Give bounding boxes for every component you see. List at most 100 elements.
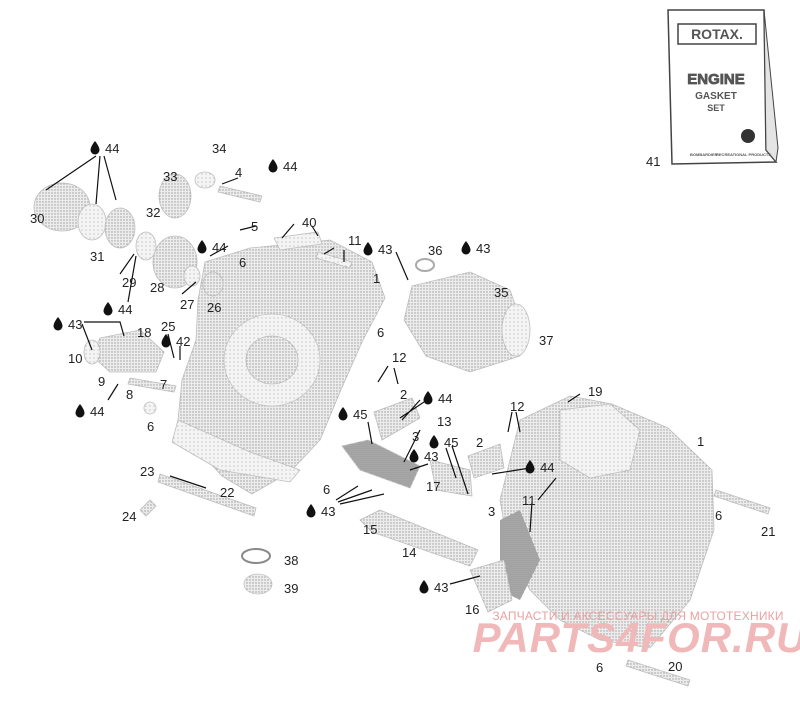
part-11-bolt xyxy=(315,251,353,269)
callout-label: 26 xyxy=(207,300,221,315)
bombardier-logo-icon xyxy=(741,129,755,143)
callout-label: 8 xyxy=(126,387,133,402)
callout-8: 8 xyxy=(126,387,133,402)
oil-drop-icon xyxy=(338,407,348,421)
oil-drop-icon xyxy=(75,404,85,418)
part-7-shaft xyxy=(127,377,177,393)
callout-label: 43 xyxy=(476,241,490,256)
callout-21: 21 xyxy=(761,524,775,539)
oil-drop-icon xyxy=(268,159,278,173)
callout-label: 7 xyxy=(160,377,167,392)
part-14-shaft xyxy=(359,509,479,567)
part-21-bolt xyxy=(713,489,771,515)
callout-22: 22 xyxy=(220,485,234,500)
part-34 xyxy=(194,171,216,189)
callout-label: 20 xyxy=(668,659,682,674)
callout-6: 6 xyxy=(147,419,154,434)
callout-label: 2 xyxy=(400,387,407,402)
callout-34: 34 xyxy=(212,141,226,156)
part-40 xyxy=(273,231,323,251)
callout-label: 43 xyxy=(68,317,82,332)
callout-label: 29 xyxy=(122,275,136,290)
callout-label: 2 xyxy=(476,435,483,450)
part-20-bolt xyxy=(625,659,691,687)
callout-label: 6 xyxy=(239,255,246,270)
callout-2: 2 xyxy=(476,435,483,450)
oil-drop-icon xyxy=(429,435,439,449)
callout-44: 44 xyxy=(525,460,554,475)
callout-44: 44 xyxy=(423,391,452,406)
callout-45: 45 xyxy=(338,407,367,422)
callout-17: 17 xyxy=(426,479,440,494)
part-6-left xyxy=(143,401,157,415)
callout-40: 40 xyxy=(302,215,316,230)
oil-drop-icon xyxy=(363,242,373,256)
callout-6: 6 xyxy=(239,255,246,270)
oil-drop-icon xyxy=(161,334,171,348)
oil-drop-icon xyxy=(409,449,419,463)
crankcase-right-rib xyxy=(500,510,540,600)
callout-label: 1 xyxy=(697,434,704,449)
callout-label: 1 xyxy=(373,271,380,286)
callout-38: 38 xyxy=(284,553,298,568)
callout-label: 43 xyxy=(424,449,438,464)
callout-3: 3 xyxy=(488,504,495,519)
callout-label: 44 xyxy=(105,141,119,156)
callout-label: 25 xyxy=(161,319,175,334)
callout-label: 3 xyxy=(412,429,419,444)
callout-43: 43 xyxy=(419,580,448,595)
callout-label: 36 xyxy=(428,243,442,258)
callout-label: 41 xyxy=(646,154,660,169)
callout-10: 10 xyxy=(68,351,82,366)
callout-36: 36 xyxy=(428,243,442,258)
gasket-box-line3: SET xyxy=(707,103,725,113)
callout-44: 44 xyxy=(75,404,104,419)
callout-1: 1 xyxy=(373,271,380,286)
callout-label: 14 xyxy=(402,545,416,560)
callout-label: 21 xyxy=(761,524,775,539)
callout-44: 44 xyxy=(268,159,297,174)
callout-35: 35 xyxy=(494,285,508,300)
callout-26: 26 xyxy=(207,300,221,315)
callout-label: 27 xyxy=(180,297,194,312)
callout-19: 19 xyxy=(588,384,602,399)
gasket-box-brand: ROTAX. xyxy=(691,26,743,42)
callout-label: 44 xyxy=(212,240,226,255)
callout-11: 11 xyxy=(522,493,536,508)
callout-43: 43 xyxy=(461,241,490,256)
starter-end xyxy=(501,303,531,357)
gasket-box-footer2: RECREATIONAL PRODUCTS xyxy=(716,152,771,157)
callout-label: 45 xyxy=(444,435,458,450)
callout-39: 39 xyxy=(284,581,298,596)
callout-label: 31 xyxy=(90,249,104,264)
callout-label: 11 xyxy=(522,493,536,508)
callout-label: 32 xyxy=(146,205,160,220)
part-22-shaft xyxy=(157,473,257,517)
callout-label: 44 xyxy=(438,391,452,406)
callout-label: 17 xyxy=(426,479,440,494)
callout-11: 11 xyxy=(348,233,362,248)
callout-4: 4 xyxy=(235,165,242,180)
callout-label: 13 xyxy=(437,414,451,429)
parts-illustration xyxy=(33,171,771,687)
callout-23: 23 xyxy=(140,464,154,479)
callout-5: 5 xyxy=(251,219,258,234)
callout-18: 18 xyxy=(137,325,151,340)
callout-label: 37 xyxy=(539,333,553,348)
callout-2: 2 xyxy=(400,387,407,402)
callout-label: 28 xyxy=(150,280,164,295)
callout-20: 20 xyxy=(668,659,682,674)
callout-label: 6 xyxy=(377,325,384,340)
callout-label: 9 xyxy=(98,374,105,389)
oil-drop-icon xyxy=(197,240,207,254)
part-13-plate xyxy=(341,439,421,489)
part-16-bracket xyxy=(469,559,513,613)
callout-33: 33 xyxy=(163,169,177,184)
callout-29: 29 xyxy=(122,275,136,290)
seal-38 xyxy=(241,548,271,564)
oil-drop-icon xyxy=(423,391,433,405)
watermark-logo: PARTS4FOR.RU xyxy=(473,614,800,661)
callout-label: 38 xyxy=(284,553,298,568)
callout-44: 44 xyxy=(103,302,132,317)
